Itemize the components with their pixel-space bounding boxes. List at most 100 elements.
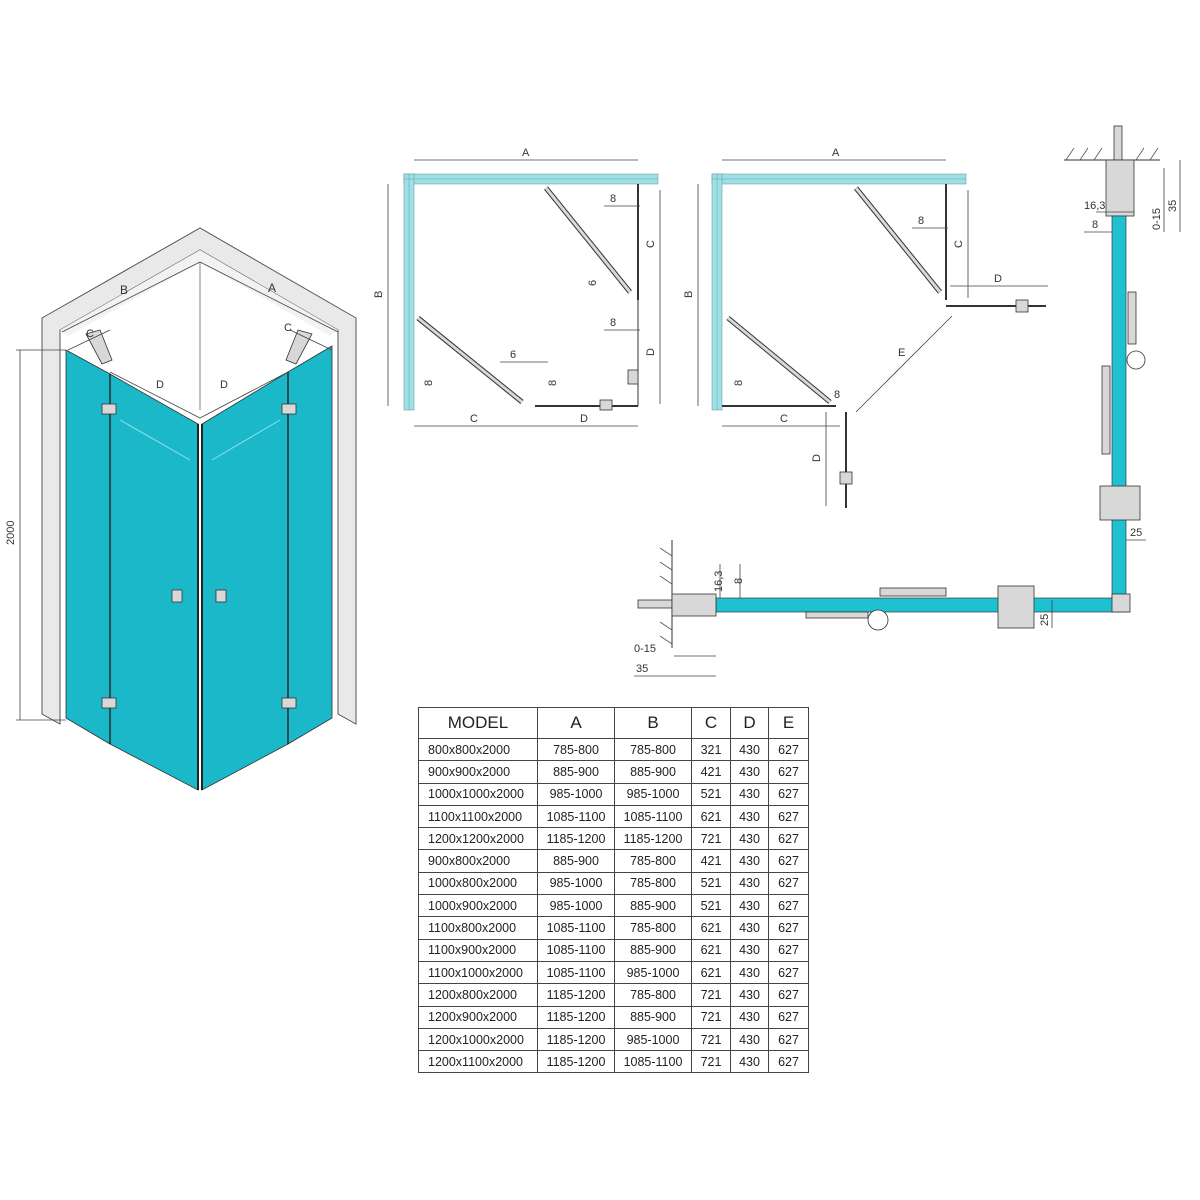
hinge [281, 403, 297, 415]
cell-a: 1085-1100 [537, 804, 615, 829]
cell-c: 421 [691, 760, 731, 784]
cell-model: 1200x900x2000 [418, 1005, 538, 1029]
header-b: B [614, 707, 692, 739]
label-d: D [645, 348, 657, 356]
dim-line-d-left [109, 371, 201, 419]
door-open-lower-inner [727, 316, 831, 404]
label-b: B [683, 291, 695, 298]
cell-e: 627 [768, 894, 809, 918]
cell-d: 430 [730, 1027, 769, 1052]
glass-vertical-cap [1101, 365, 1111, 455]
cell-b: 885-900 [614, 938, 692, 962]
cell-a: 985-1000 [537, 894, 615, 918]
label-8: 8 [610, 317, 616, 329]
cell-model: 1100x1000x2000 [418, 960, 538, 985]
cell-e: 627 [768, 849, 809, 873]
cell-e: 627 [768, 983, 809, 1007]
cell-d: 430 [730, 960, 769, 985]
header-a: A [537, 707, 615, 739]
cell-e: 627 [768, 1005, 809, 1029]
hinge [281, 697, 297, 709]
cell-a: 1085-1100 [537, 938, 615, 962]
door-open-lower-inner [417, 316, 523, 404]
label-0-15: 0-15 [634, 643, 656, 655]
label-a: A [522, 147, 530, 159]
cell-e: 627 [768, 938, 809, 962]
header-c: C [691, 707, 731, 739]
cell-b: 885-900 [614, 1005, 692, 1029]
dim-line-c-left [67, 329, 111, 351]
cell-a: 1085-1100 [537, 960, 615, 985]
label-8: 8 [1092, 219, 1098, 231]
glass-vertical [1111, 215, 1127, 607]
cell-d: 430 [730, 916, 769, 940]
cell-b: 785-800 [614, 737, 692, 762]
cell-e: 627 [768, 782, 809, 806]
cell-a: 1085-1100 [537, 916, 615, 940]
cell-e: 627 [768, 960, 809, 985]
cell-c: 721 [691, 1050, 731, 1074]
label-height: 2000 [5, 521, 17, 545]
vertical-hinge [1099, 485, 1141, 521]
cell-e: 627 [768, 916, 809, 940]
label-8: 8 [918, 215, 924, 227]
cell-d: 430 [730, 760, 769, 784]
cell-c: 621 [691, 804, 731, 829]
glass-vertical-cap [1127, 291, 1137, 345]
glass-panel-right-door [201, 371, 289, 791]
wall-profile [1105, 159, 1135, 217]
cell-c: 721 [691, 1027, 731, 1052]
label-8: 8 [547, 380, 559, 386]
cell-a: 985-1000 [537, 782, 615, 806]
cell-a: 785-800 [537, 737, 615, 762]
hinge [101, 403, 117, 415]
cell-c: 621 [691, 960, 731, 985]
cell-model: 1100x800x2000 [418, 916, 538, 940]
handle-block [599, 399, 613, 411]
cell-a: 885-900 [537, 760, 615, 784]
cell-c: 321 [691, 737, 731, 762]
door-handle [171, 589, 183, 603]
label-8: 8 [834, 389, 840, 401]
glass-reflection [119, 419, 191, 461]
cell-d: 430 [730, 737, 769, 762]
cell-b: 985-1000 [614, 960, 692, 985]
dim-line-a [199, 261, 339, 333]
dim-line-c-right [289, 329, 333, 351]
label-a: A [832, 147, 840, 159]
cell-model: 1000x800x2000 [418, 871, 538, 896]
cell-model: 1100x1100x2000 [418, 804, 538, 829]
wall-profile [671, 593, 717, 617]
cell-a: 985-1000 [537, 871, 615, 896]
label-d: D [994, 273, 1002, 285]
cell-b: 885-900 [614, 894, 692, 918]
cell-d: 430 [730, 871, 769, 896]
cell-model: 800x800x2000 [418, 737, 538, 762]
cell-c: 621 [691, 916, 731, 940]
cell-b: 785-800 [614, 871, 692, 896]
screw-anchor [1113, 125, 1123, 161]
cell-c: 721 [691, 983, 731, 1007]
cell-e: 627 [768, 760, 809, 784]
header-e: E [768, 707, 809, 739]
cell-c: 621 [691, 938, 731, 962]
label-8: 8 [610, 193, 616, 205]
plan-view-2: A B C C D D E 8 8 8 [683, 147, 1048, 508]
label-b: B [373, 291, 385, 298]
horizontal-handle [867, 609, 889, 631]
handle-block [839, 471, 853, 485]
label-8: 8 [733, 578, 745, 584]
